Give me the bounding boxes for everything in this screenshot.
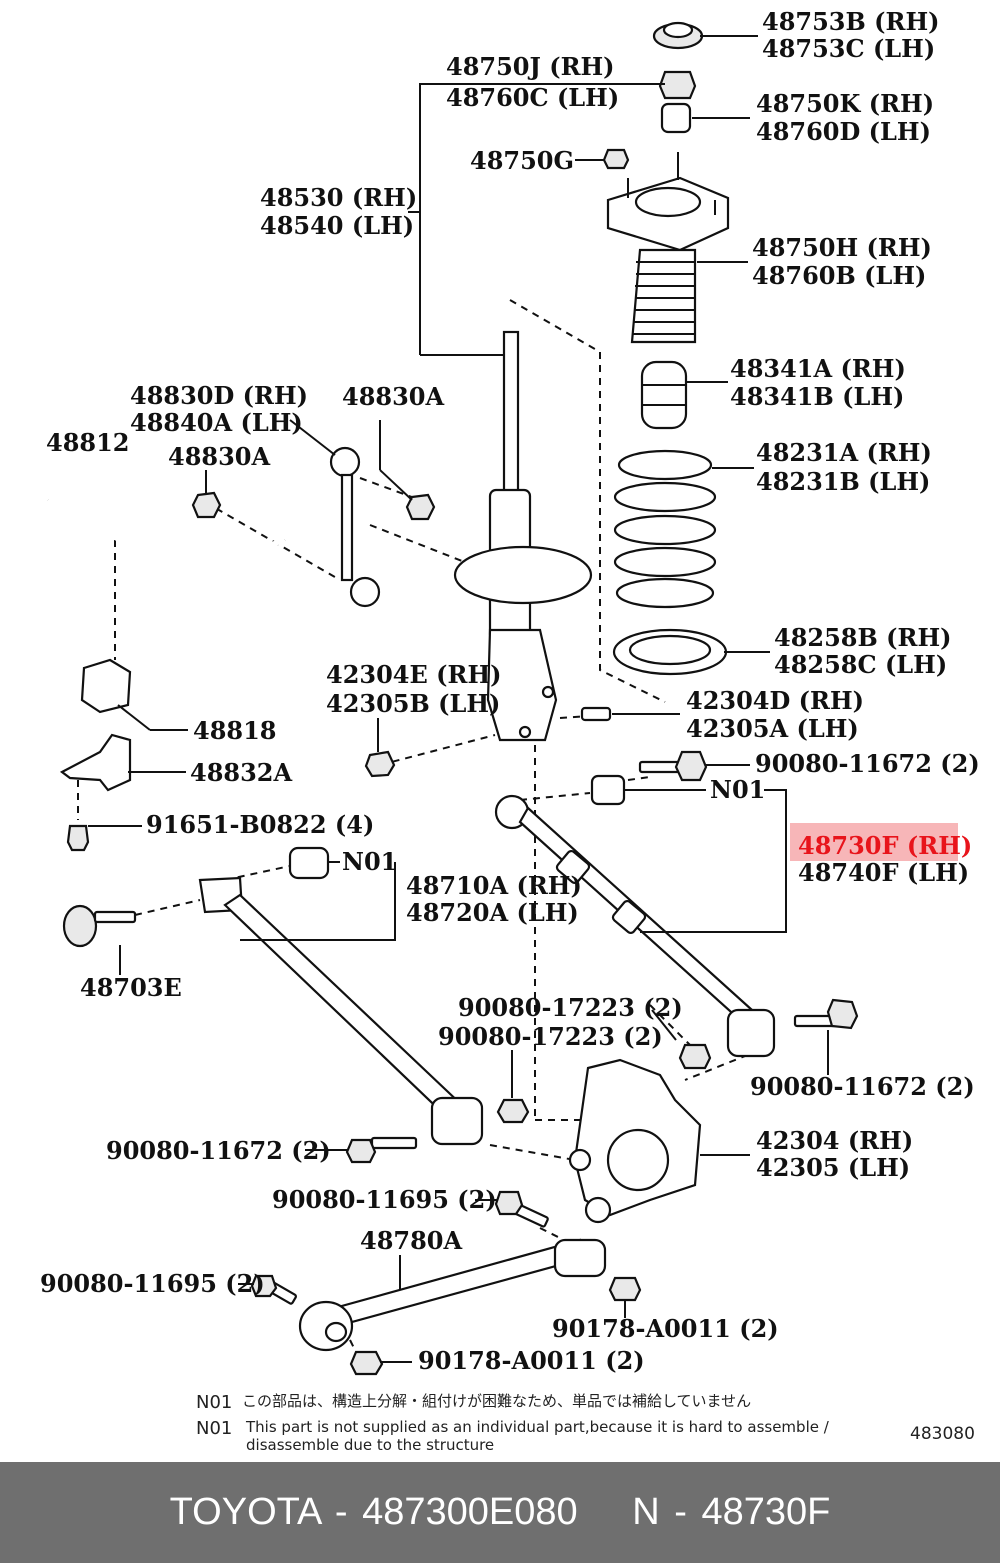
label-90080-11672-left[interactable]: 90080-11672 (2) [106,1136,331,1165]
label-48750h[interactable]: 48750H (RH) [752,233,932,262]
label-48740f[interactable]: 48740F (LH) [798,858,969,887]
label-91651-b0822[interactable]: 91651-B0822 (4) [146,810,374,839]
label-48760c[interactable]: 48760C (LH) [446,83,619,112]
footer-bar: TOYOTA - 487300E080 N - 48730F [0,1462,1000,1563]
label-90080-11695-b[interactable]: 90080-11695 (2) [40,1269,265,1298]
label-90178-a0011-b[interactable]: 90178-A0011 (2) [418,1346,645,1375]
footer-separator-1: - [334,1491,348,1533]
label-48703e[interactable]: 48703E [80,973,182,1002]
label-48710a[interactable]: 48710A (RH) [406,871,582,900]
label-48760b[interactable]: 48760B (LH) [752,261,926,290]
label-48258c[interactable]: 48258C (LH) [774,650,947,679]
label-48258b[interactable]: 48258B (RH) [774,623,951,652]
label-48540[interactable]: 48540 (LH) [260,211,414,240]
label-n01-left: N01 [342,847,397,876]
label-48780a[interactable]: 48780A [360,1226,462,1255]
parts-diagram: 48753B (RH) 48753C (LH) 48750J (RH) 4876… [40,7,980,1454]
label-48753b[interactable]: 48753B (RH) [762,7,939,36]
label-48760d[interactable]: 48760D (LH) [756,117,931,146]
label-90080-11695-a[interactable]: 90080-11695 (2) [272,1185,497,1214]
label-48830d[interactable]: 48830D (RH) [130,381,308,410]
note-1-text: この部品は、構造上分解・組付けが困難なため、単品では補給していません [242,1392,751,1410]
label-48832a[interactable]: 48832A [190,758,292,787]
label-48830a-left[interactable]: 48830A [168,442,270,471]
leader-lines [88,35,829,1363]
highlight-box-48730f [790,823,958,861]
label-48750k[interactable]: 48750K (RH) [756,89,934,118]
label-48750j[interactable]: 48750J (RH) [446,52,615,81]
label-42304[interactable]: 42304 (RH) [756,1126,913,1155]
label-90080-17223-b[interactable]: 90080-17223 (2) [438,1022,663,1051]
dashed-assembly-lines [77,299,761,1361]
label-42305b[interactable]: 42305B (LH) [326,689,500,718]
footer-part-caption: TOYOTA - 487300E080 N - 48730F [0,1462,1000,1563]
footer-separator-2: - [674,1491,687,1533]
note-2-id: N01 [196,1418,232,1439]
note-2-text-line1: This part is not supplied as an individu… [245,1418,830,1436]
label-48231a[interactable]: 48231A (RH) [756,438,932,467]
label-48341b[interactable]: 48341B (LH) [730,382,904,411]
label-48750g[interactable]: 48750G [470,146,574,175]
label-48830a-top[interactable]: 48830A [342,382,444,411]
label-48812[interactable]: 48812 [46,428,130,457]
label-48341a[interactable]: 48341A (RH) [730,354,906,383]
part-labels: 48753B (RH) 48753C (LH) 48750J (RH) 4876… [40,7,980,1375]
diagram-reference-number: 483080 [910,1424,975,1444]
label-48730f[interactable]: 48730F (RH) [798,831,972,860]
label-42304d[interactable]: 42304D (RH) [686,686,864,715]
part-drawings [46,21,859,1376]
label-48530[interactable]: 48530 (RH) [260,183,417,212]
label-90178-a0011-a[interactable]: 90178-A0011 (2) [552,1314,779,1343]
notes: N01 この部品は、構造上分解・組付けが困難なため、単品では補給していません N… [196,1392,975,1454]
label-48840a[interactable]: 48840A (LH) [130,408,303,437]
label-90080-11672-top[interactable]: 90080-11672 (2) [755,749,980,778]
label-42305[interactable]: 42305 (LH) [756,1153,910,1182]
label-n01-right: N01 [710,775,765,804]
footer-brand: TOYOTA [169,1491,321,1533]
footer-part-number: 487300E080 [362,1491,578,1533]
label-48720a[interactable]: 48720A (LH) [406,898,579,927]
label-42304e[interactable]: 42304E (RH) [326,660,501,689]
label-48818[interactable]: 48818 [193,716,277,745]
note-1-id: N01 [196,1392,232,1413]
label-48753c[interactable]: 48753C (LH) [762,34,935,63]
note-2-text-line2: disassemble due to the structure [246,1436,494,1454]
suspension-exploded-view: 48753B (RH) 48753C (LH) 48750J (RH) 4876… [40,7,980,1454]
label-42305a[interactable]: 42305A (LH) [686,714,859,743]
label-90080-11672-right[interactable]: 90080-11672 (2) [750,1072,975,1101]
label-90080-17223-a[interactable]: 90080-17223 (2) [458,993,683,1022]
label-48231b[interactable]: 48231B (LH) [756,467,930,496]
footer-short-number: 48730F [701,1491,831,1533]
footer-prefix: N [632,1491,660,1533]
